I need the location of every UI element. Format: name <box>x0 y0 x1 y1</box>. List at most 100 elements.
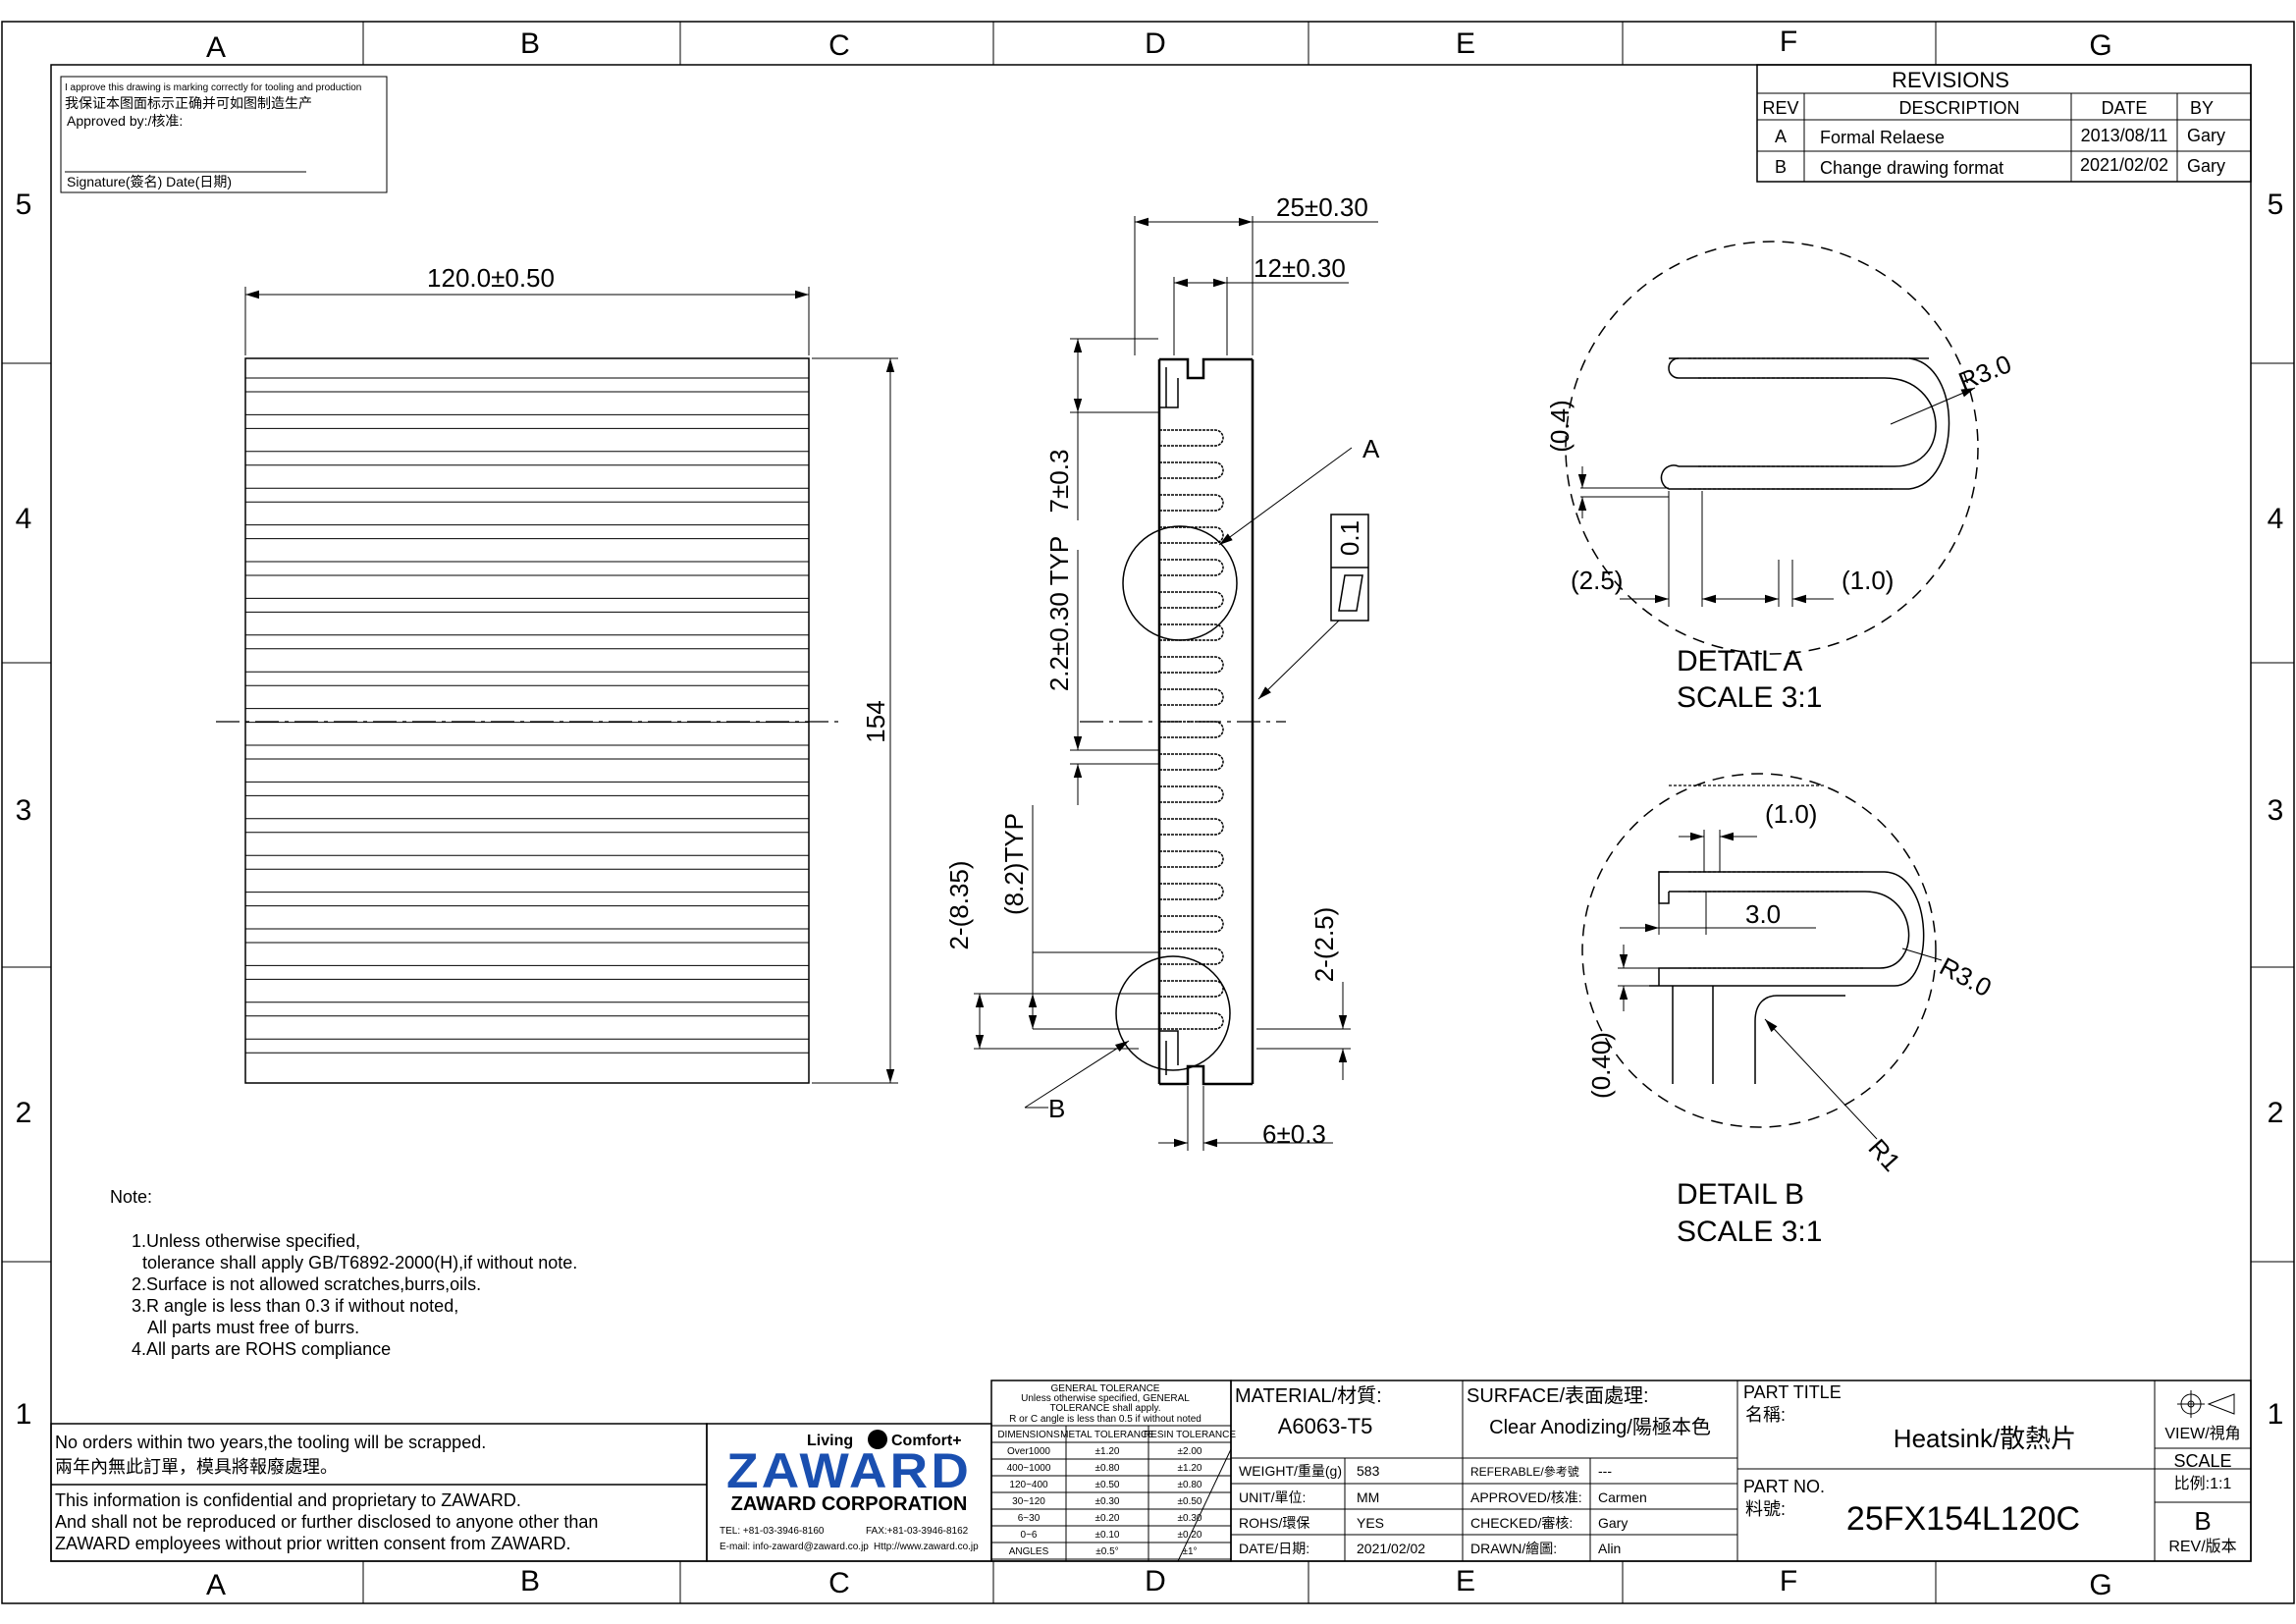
scrap-notice: No orders within two years,the tooling w… <box>55 1433 486 1452</box>
view-label: VIEW/視角 <box>2164 1425 2240 1442</box>
approved-value: Carmen <box>1598 1489 1647 1505</box>
fin-width-dimension: 12±0.30 <box>1254 253 1346 283</box>
confidential-line: This information is confidential and pro… <box>55 1490 521 1510</box>
material-value: A6063-T5 <box>1278 1414 1373 1438</box>
company-block: Living Comfort+ ZAWARD ZAWARD CORPORATIO… <box>706 1423 992 1562</box>
tolerance-cell: ±0.10 <box>1095 1530 1120 1541</box>
logo-mark-icon <box>868 1430 887 1449</box>
detail-a-label: A <box>1362 434 1380 463</box>
row-label: 2 <box>2268 1097 2284 1129</box>
surface-value: Clear Anodizing/陽極本色 <box>1489 1416 1711 1438</box>
unit-value: MM <box>1357 1489 1379 1505</box>
rev-header: REV <box>1762 98 1798 118</box>
rev-cell: Change drawing format <box>1820 158 2003 178</box>
part-no-label: PART NO. <box>1743 1477 1825 1496</box>
tagline-left: Living <box>807 1433 853 1449</box>
row-label: 3 <box>2268 794 2284 827</box>
material-label: MATERIAL/材質: <box>1235 1384 1382 1407</box>
tolerance-header: METAL TOLERANCE <box>1060 1430 1154 1440</box>
tolerance-cell: ±1.20 <box>1095 1446 1120 1457</box>
note-line: 3.R angle is less than 0.3 if without no… <box>132 1296 458 1316</box>
part-number: 25FX154L120C <box>1846 1500 2080 1538</box>
detail-b-radius: R3.0 <box>1935 951 1997 1002</box>
detail-b-fin: 3.0 <box>1745 899 1781 929</box>
tolerance-cell: ±0.80 <box>1095 1463 1120 1474</box>
tolerance-cell: ANGLES <box>1009 1546 1049 1557</box>
row-label: 5 <box>16 189 32 221</box>
col-label: A <box>206 1569 226 1601</box>
tolerance-cell: ±1.20 <box>1178 1463 1202 1474</box>
scale-value: 比例:1:1 <box>2174 1475 2232 1492</box>
company-email: E-mail: info-zaward@zaward.co.jp <box>720 1542 869 1552</box>
detail-a-title: DETAIL A <box>1677 645 1802 677</box>
row-label: 2 <box>16 1097 32 1129</box>
tolerance-cell: ±0.30 <box>1178 1513 1202 1524</box>
weight-label: WEIGHT/重量(g) <box>1239 1463 1342 1479</box>
part-title: Heatsink/散熱片 <box>1894 1424 2076 1453</box>
detail-a-radius: R3.0 <box>1954 349 2015 396</box>
row-label: 5 <box>2268 189 2284 221</box>
approved-by: Approved by:/核准: <box>67 113 183 129</box>
unit-label: UNIT/單位: <box>1239 1489 1306 1505</box>
company-logo: ZAWARD <box>726 1443 972 1498</box>
projection-icon <box>2177 1390 2235 1418</box>
detail-a-base: (2.5) <box>1571 566 1623 595</box>
zone-labels: A B C D E F G A B C D E F G 5 4 3 2 1 5 … <box>16 26 2284 1601</box>
title-block: MATERIAL/材質: A6063-T5 SURFACE/表面處理: Clea… <box>1230 1380 2252 1562</box>
col-label: G <box>2089 29 2111 62</box>
tolerance-cell: ±0.20 <box>1095 1513 1120 1524</box>
detail-b-gap: (1.0) <box>1765 799 1817 829</box>
scrap-notice-cn: 兩年內無此訂單，模具將報廢處理。 <box>55 1457 338 1477</box>
tolerance-sub: R or C angle is less than 0.5 if without… <box>1009 1414 1201 1425</box>
checked-label: CHECKED/審核: <box>1470 1515 1573 1531</box>
tolerance-sub: TOLERANCE shall apply. <box>1049 1403 1160 1414</box>
approval-statement: I approve this drawing is marking correc… <box>65 82 361 93</box>
fin-pitch-dimension: 2.2±0.30 TYP <box>1044 536 1074 691</box>
length-dimension: 120.0±0.50 <box>427 263 555 293</box>
tolerance-cell: Over1000 <box>1007 1446 1050 1457</box>
part-title-label: PART TITLE <box>1743 1382 1842 1402</box>
revisions-table: REVISIONS REV DESCRIPTION DATE BY A Form… <box>1756 64 2252 183</box>
rev-header: DATE <box>2102 98 2148 118</box>
detail-b-label: B <box>1048 1094 1065 1123</box>
note-line: 2.Surface is not allowed scratches,burrs… <box>132 1274 481 1294</box>
tolerance-header: RESIN TOLERANCE <box>1144 1430 1236 1440</box>
detail-a-view: R3.0 (0.4) (2.5) (1.0) DETAIL A SCALE 3:… <box>1545 241 2015 714</box>
rohs-label: ROHS/環保 <box>1239 1515 1309 1531</box>
detail-b-view: (1.0) 3.0 R3.0 (0.40) R1 DETAIL B SCALE … <box>1581 773 1997 1248</box>
fin-end-dimension: 7±0.3 <box>1044 450 1074 514</box>
note-line: All parts must free of burrs. <box>147 1318 359 1337</box>
notes-title: Note: <box>110 1187 152 1207</box>
rohs-value: YES <box>1357 1515 1384 1531</box>
part-name-label: 名稱: <box>1745 1405 1786 1425</box>
col-label: F <box>1780 1565 1797 1597</box>
detail-b-title: DETAIL B <box>1677 1178 1804 1211</box>
side-profile-view: 25±0.30 12±0.30 7±0.3 2.2±0.30 TYP (8.2)… <box>944 192 1380 1151</box>
note-line: 4.All parts are ROHS compliance <box>132 1339 391 1359</box>
tolerance-cell: ±0.20 <box>1178 1530 1202 1541</box>
pitch-typ-dimension: (8.2)TYP <box>999 813 1029 915</box>
part-no-short-label: 料號: <box>1745 1499 1786 1519</box>
edge-dimension-left: 2-(8.35) <box>944 860 974 949</box>
row-label: 1 <box>16 1398 32 1431</box>
col-label: F <box>1780 26 1797 58</box>
drawing-frame <box>1 21 2295 1604</box>
revision-label: REV/版本 <box>2168 1538 2236 1555</box>
notes: Note: 1.Unless otherwise specified, tole… <box>110 1187 577 1359</box>
detail-b-scale: SCALE 3:1 <box>1677 1216 1822 1248</box>
col-label: B <box>520 27 540 60</box>
rev-header: DESCRIPTION <box>1898 98 2019 118</box>
rev-cell: Gary <box>2187 126 2225 145</box>
company-fax: FAX:+81-03-3946-8162 <box>866 1526 969 1537</box>
row-label: 4 <box>16 503 32 535</box>
row-label: 1 <box>2268 1398 2284 1431</box>
approved-label: APPROVED/核准: <box>1470 1489 1582 1505</box>
detail-b-thickness: (0.40) <box>1586 1032 1616 1099</box>
detail-a-gap: (1.0) <box>1842 566 1894 595</box>
rev-cell: Formal Relaese <box>1820 128 1945 147</box>
revision-value: B <box>2194 1506 2211 1536</box>
rev-cell: B <box>1775 157 1787 177</box>
edge-dimension-right: 2-(2.5) <box>1309 907 1339 983</box>
confidential-line: And shall not be reproduced or further d… <box>55 1512 598 1532</box>
confidential-line: ZAWARD employees without prior written c… <box>55 1534 570 1553</box>
